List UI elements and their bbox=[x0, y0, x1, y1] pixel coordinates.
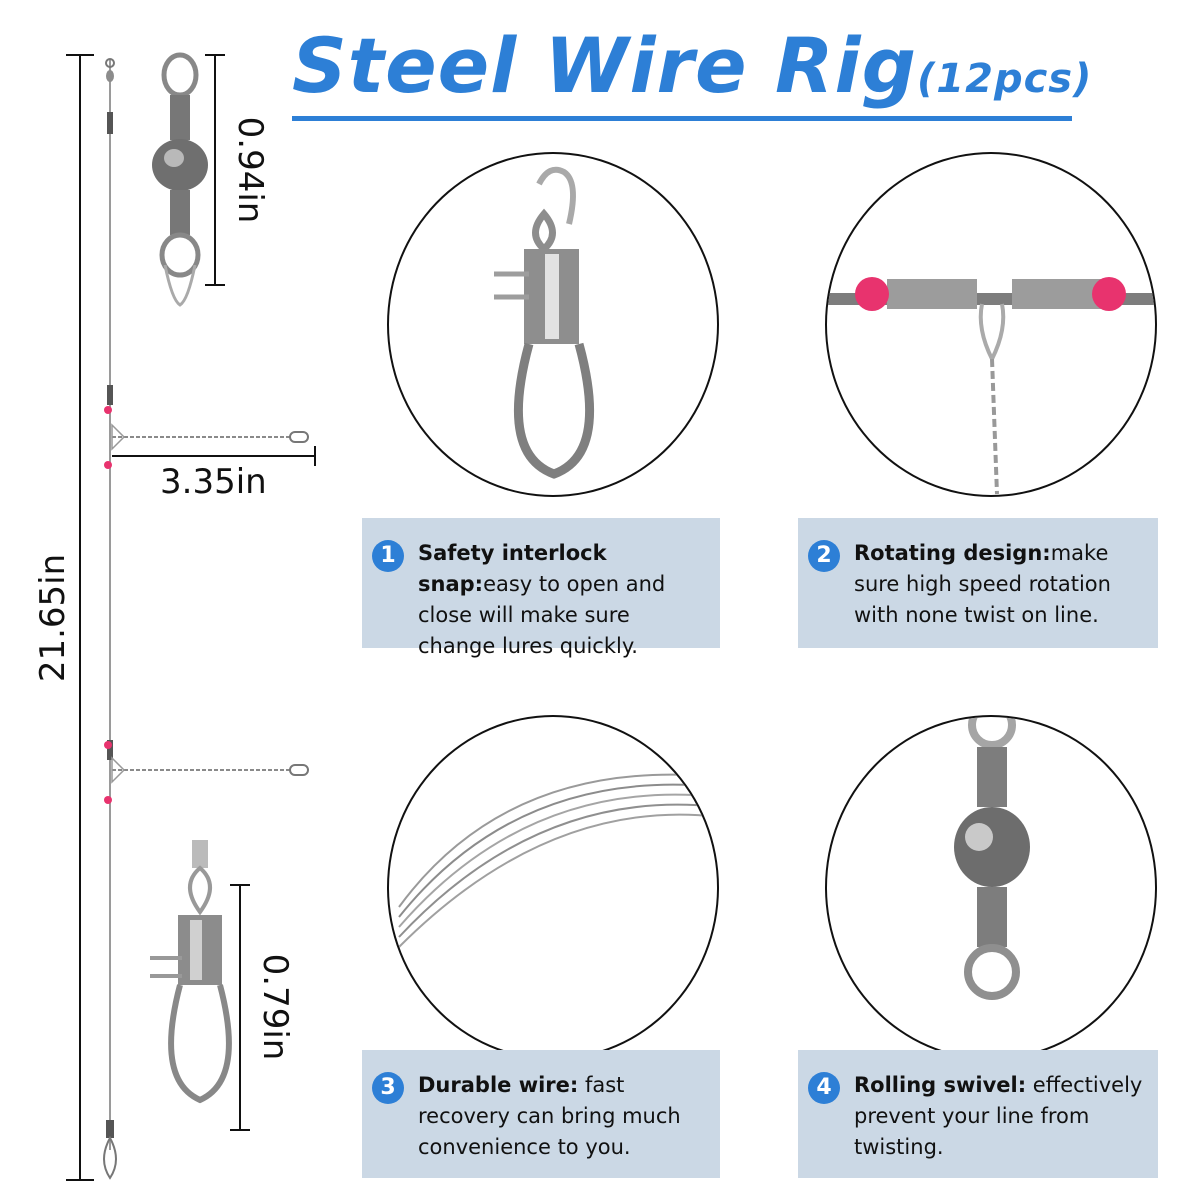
swivel-length-label: 0.94in bbox=[230, 116, 270, 224]
rolling-swivel-icon bbox=[954, 717, 1030, 1000]
feature-title-4: Rolling swivel: bbox=[854, 1073, 1027, 1097]
rotating-closeup-circle bbox=[825, 152, 1157, 497]
feature-number-1: 1 bbox=[372, 540, 404, 572]
interlock-snap-icon bbox=[494, 166, 595, 479]
snap-detail bbox=[150, 840, 232, 1104]
snap-length-label: 0.79in bbox=[255, 953, 295, 1061]
feature-text-2: Rotating design:make sure high speed rot… bbox=[854, 538, 1144, 631]
feature-title-3: Durable wire: bbox=[418, 1073, 579, 1097]
feature-desc-4: effectively prevent your line from twist… bbox=[854, 1073, 1143, 1159]
feature-text-1: Safety interlock snap:easy to open and c… bbox=[418, 538, 706, 662]
feature-desc-1: easy to open and close will make sure ch… bbox=[418, 572, 666, 658]
bead-icon bbox=[104, 406, 112, 414]
rotating-design-icon bbox=[827, 277, 1155, 495]
feature-card-3: 3 Durable wire: fast recovery can bring … bbox=[362, 1050, 720, 1178]
feature-card-2: 2 Rotating design:make sure high speed r… bbox=[798, 518, 1158, 648]
title-main: Steel Wire Rig bbox=[292, 21, 918, 110]
rig-illustration bbox=[66, 52, 316, 1181]
snap-closeup-circle bbox=[387, 152, 719, 497]
branch-length-label: 3.35in bbox=[160, 462, 267, 502]
product-title: Steel Wire Rig(12pcs) bbox=[292, 18, 1091, 122]
feature-desc-3: fast recovery can bring much convenience… bbox=[418, 1073, 681, 1159]
feature-title-2: Rotating design: bbox=[854, 541, 1051, 565]
steel-wire-icon bbox=[398, 773, 717, 948]
title-quantity: (12pcs) bbox=[917, 56, 1093, 102]
feature-card-4: 4 Rolling swivel: effectively prevent yo… bbox=[798, 1050, 1158, 1178]
feature-card-1: 1 Safety interlock snap:easy to open and… bbox=[362, 518, 720, 658]
feature-title-1: Safety interlock snap: bbox=[418, 541, 607, 596]
wire-closeup-circle bbox=[387, 715, 719, 1060]
feature-text-4: Rolling swivel: effectively prevent your… bbox=[854, 1070, 1144, 1163]
swivel-detail bbox=[152, 52, 208, 307]
swivel-closeup-circle bbox=[825, 715, 1157, 1060]
title-underline bbox=[292, 116, 1072, 121]
feature-text-3: Durable wire: fast recovery can bring mu… bbox=[418, 1070, 706, 1163]
feature-desc-2: make sure high speed rotation with none … bbox=[854, 541, 1111, 627]
feature-number-4: 4 bbox=[808, 1072, 840, 1104]
feature-number-2: 2 bbox=[808, 540, 840, 572]
total-length-label: 21.65in bbox=[33, 553, 73, 683]
feature-number-3: 3 bbox=[372, 1072, 404, 1104]
